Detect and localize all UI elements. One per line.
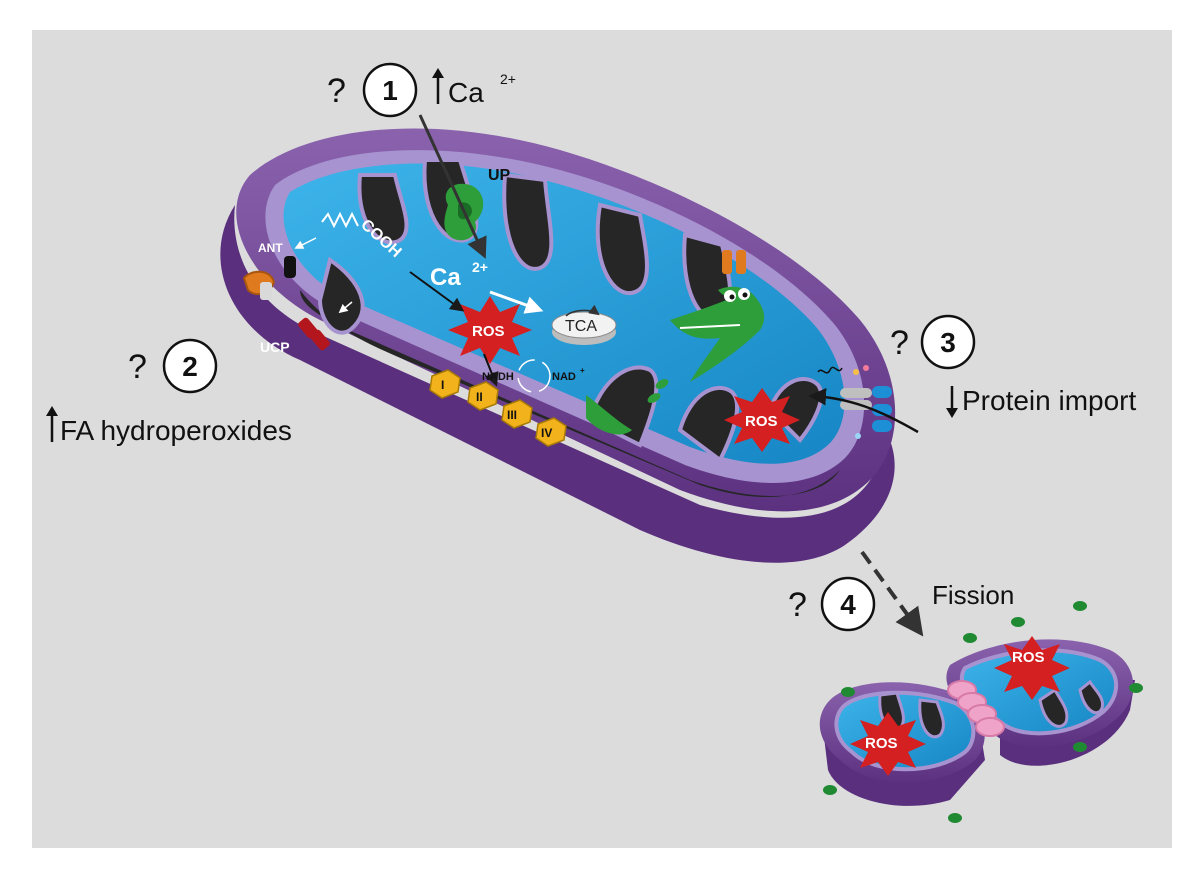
step-3-badge [920, 314, 976, 370]
complex-iv-label: IV [541, 426, 552, 440]
nad-superscript: + [580, 366, 585, 375]
step-4-badge [820, 576, 876, 632]
up-label: UP [488, 167, 511, 184]
complex-i-icon [429, 369, 461, 399]
ca-inner-superscript: 2+ [472, 259, 488, 275]
step-3-down-arrow-icon [946, 386, 958, 418]
step-2-question: ? [128, 348, 147, 386]
step-1-label: Ca [448, 77, 484, 108]
ros-label-fission-left: ROS [865, 735, 898, 752]
step-4-question: ? [788, 586, 807, 624]
ros-star-right [724, 388, 800, 452]
protein-import-channel-icon [840, 365, 892, 439]
step-1-superscript: 2+ [500, 71, 516, 87]
fission-right-cristae [1038, 679, 1105, 728]
membrane-channel-icon [722, 250, 746, 274]
ros-to-complex-arrow [483, 353, 499, 387]
ucp-arrow [338, 301, 353, 314]
protease-crocodile-icon [670, 286, 765, 382]
ca-inner-label: Ca [430, 264, 461, 291]
step-1-question: ? [327, 72, 346, 110]
ant-transporter-icon [242, 256, 296, 300]
nad-label: NAD [552, 371, 576, 383]
step-4-label: Fission [932, 580, 1014, 610]
step-2-number: 2 [182, 351, 198, 382]
complex-iii-icon [501, 399, 533, 429]
tca-cycle-icon [551, 304, 617, 345]
ant-label: ANT [258, 241, 283, 255]
protease-fragments-icon [586, 379, 669, 435]
fission-arrow [860, 550, 924, 637]
respiratory-complexes [429, 369, 567, 447]
step-2-label: FA hydroperoxides [60, 415, 292, 446]
fission-constriction-ring [947, 680, 1005, 737]
complex-ii-label: II [476, 390, 483, 404]
ros-star-center [448, 296, 532, 364]
step-1-badge [362, 62, 418, 118]
ucp-label: UCP [260, 339, 290, 355]
complex-iii-label: III [507, 408, 517, 422]
step-3-question: ? [890, 324, 909, 362]
protein-import-arrow [808, 388, 919, 434]
ucp-protein-icon [298, 317, 330, 351]
step-4-number: 4 [840, 589, 856, 620]
ros-star-fission-right [994, 636, 1070, 700]
step-1-number: 1 [382, 75, 398, 106]
fission-left-cristae [878, 691, 945, 739]
ca-to-tca-arrow [489, 290, 544, 314]
fatty-acid-chain-icon [321, 211, 359, 229]
ros-label-right: ROS [745, 413, 778, 430]
fa-to-ros-arrow [409, 271, 465, 312]
ca-import-arrow [418, 114, 487, 259]
complex-i-label: I [441, 378, 444, 392]
fission-receptors [823, 601, 1143, 823]
step-2-badge [162, 338, 218, 394]
outer-membrane-side [220, 205, 895, 563]
ros-label-fission-right: ROS [1012, 649, 1045, 666]
tca-label: TCA [565, 318, 597, 335]
complex-ii-icon [467, 381, 499, 411]
complex-iv-icon [535, 417, 567, 447]
step-1-up-arrow-icon [432, 68, 444, 104]
step-3-label: Protein import [962, 385, 1137, 416]
unfolded-protein-icon [817, 366, 843, 374]
matrix [283, 163, 845, 464]
nadh-label: NADH [482, 371, 514, 383]
nadh-cycle-icon [517, 359, 551, 393]
ros-label-center: ROS [472, 323, 505, 340]
step-2-up-arrow-icon [46, 406, 58, 442]
ros-star-fission-left [850, 712, 926, 776]
ant-arrow [294, 237, 317, 249]
step-3-number: 3 [940, 327, 956, 358]
